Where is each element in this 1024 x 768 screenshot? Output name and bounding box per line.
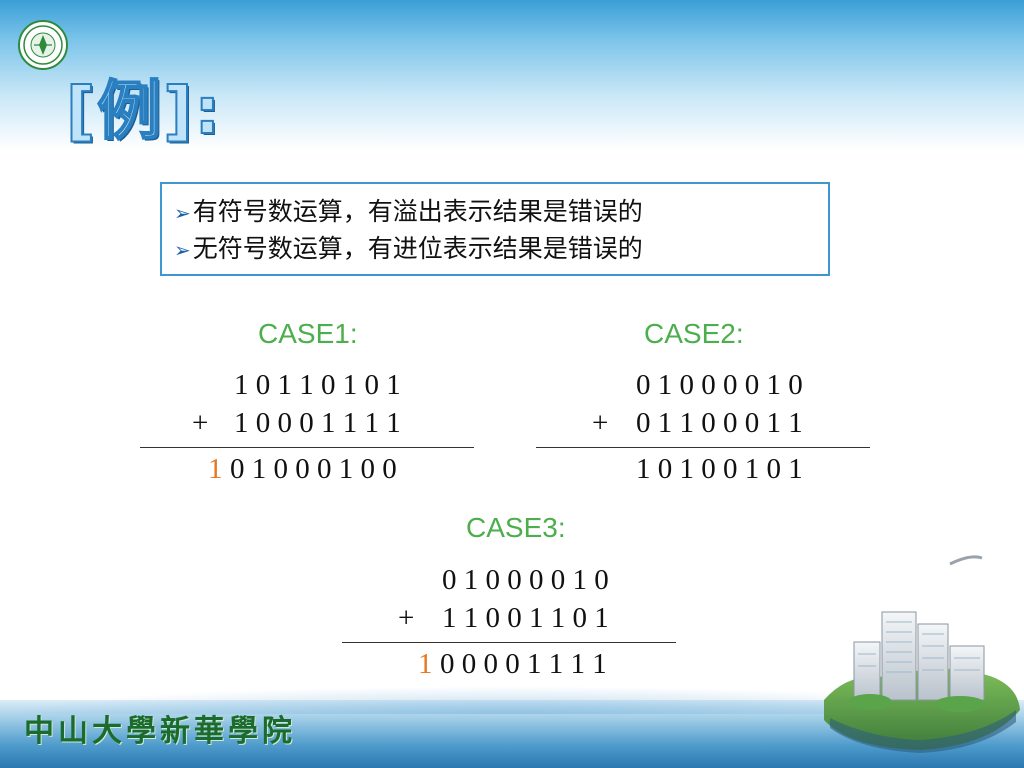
result: 0 0 0 0 1 1 1 1: [440, 648, 607, 680]
case-label: CASE1:: [258, 318, 358, 349]
plus-operator: +: [398, 602, 415, 634]
university-seal-icon: [18, 20, 68, 70]
result: 1 0 1 0 0 1 0 1: [636, 453, 803, 485]
slide-title: [例]:: [65, 74, 223, 150]
note-line: ➢无符号数运算，有进位表示结果是错误的: [174, 231, 828, 268]
sum-line: [140, 447, 474, 448]
case-label: CASE3:: [466, 512, 566, 543]
binary-addition: 1 0 1 1 0 1 0 1 + 1 0 0 0 1 1 1 1 1 0 1 …: [140, 366, 474, 486]
operand-1: 1 0 1 1 0 1 0 1: [234, 369, 401, 401]
operand-2: 1 1 0 0 1 1 0 1: [442, 602, 609, 634]
sum-line: [536, 447, 870, 448]
operand-2: 1 0 0 0 1 1 1 1: [234, 407, 401, 439]
note-text: 无符号数运算，有进位表示结果是错误的: [192, 234, 643, 263]
operand-1: 0 1 0 0 0 0 1 0: [442, 564, 609, 596]
sum-line: [342, 642, 676, 643]
binary-addition: 0 1 0 0 0 0 1 0 + 0 1 1 0 0 0 1 1 1 0 1 …: [536, 366, 870, 486]
note-text: 有符号数运算，有溢出表示结果是错误的: [192, 197, 643, 226]
operand-1: 0 1 0 0 0 0 1 0: [636, 369, 803, 401]
arrow-bullet-icon: ➢: [174, 201, 191, 225]
footer-logo-text: 中山大學新華學院: [24, 714, 296, 749]
operand-2: 0 1 1 0 0 0 1 1: [636, 407, 803, 439]
note-box: ➢有符号数运算，有溢出表示结果是错误的 ➢无符号数运算，有进位表示结果是错误的: [160, 182, 830, 276]
plus-operator: +: [192, 407, 209, 439]
arrow-bullet-icon: ➢: [174, 238, 191, 262]
campus-building-icon: [824, 555, 1020, 753]
note-line: ➢有符号数运算，有溢出表示结果是错误的: [174, 194, 828, 231]
carry-bit: 1: [208, 453, 223, 485]
plus-operator: +: [592, 407, 609, 439]
carry-bit: 1: [418, 648, 433, 680]
binary-addition: 0 1 0 0 0 0 1 0 + 1 1 0 0 1 1 0 1 1 0 0 …: [342, 561, 676, 681]
result: 0 1 0 0 0 1 0 0: [230, 453, 397, 485]
case-label: CASE2:: [644, 318, 744, 349]
